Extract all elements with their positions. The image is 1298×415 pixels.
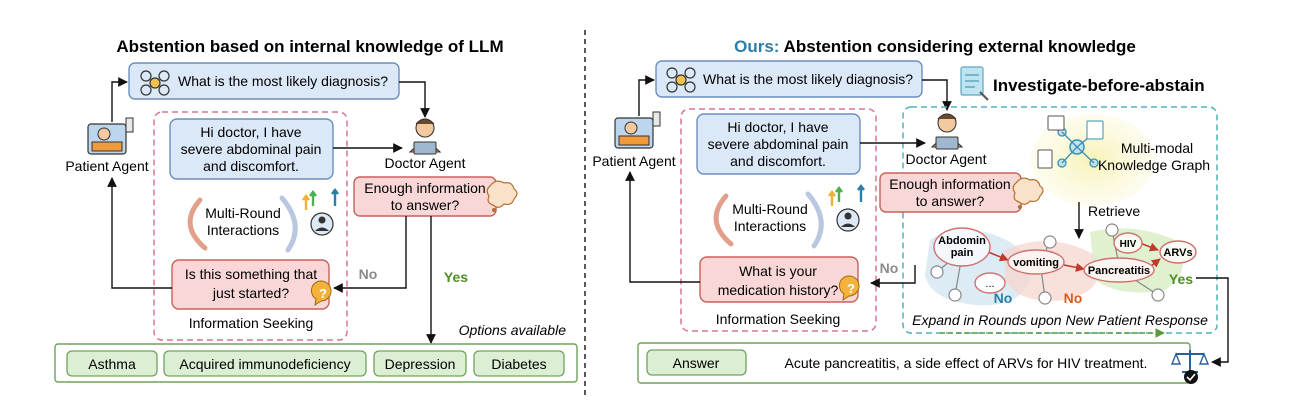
left-options-label: Options available [459,322,567,338]
option-acquired-immunodeficiency[interactable]: Acquired immunodeficiency [163,350,367,377]
balance-icon [1170,350,1210,373]
growth-icon [828,184,865,232]
question-icon [140,70,170,96]
node-pancreatitis: Pancreatitis [1088,265,1150,277]
right-doctor-label: Doctor Agent [906,151,987,167]
knowledge-graph-icon [1037,115,1104,169]
right-question-box [655,60,923,98]
right-arrow-no [870,265,916,288]
right-no-label: No [880,260,899,276]
left-arrow-back-patient [107,177,172,289]
right-patient-message-3: and discomfort. [730,153,826,169]
right-enough-info-1: Enough information [889,176,1010,192]
retrieved-graph [925,223,1197,306]
right-info-seeking-area [680,108,877,332]
left-enough-info-1: Enough information [364,180,485,196]
check-icon [1184,370,1198,384]
left-info-seeking-label: Information Seeking [189,315,314,331]
option-diabetes[interactable]: Diabetes [473,350,565,377]
answer-text: Acute pancreatitis, a side effect of ARV… [785,355,1148,371]
question-mark-icon: ? [310,280,332,307]
graph-no-blue: No [994,290,1013,306]
right-doctor-question-2: medication history? [718,282,839,298]
expand-label: Expand in Rounds upon New Patient Respon… [912,312,1208,328]
right-doctor-question-box [699,256,859,303]
left-patient-label: Patient Agent [65,158,148,174]
left-arrow-no [333,216,407,293]
doctor-icon [930,113,964,150]
left-patient-message-3: and discomfort. [203,158,299,174]
right-arrow-question-doctor [922,79,952,111]
left-question-box [128,62,400,100]
right-enough-info-2: to answer? [916,193,985,209]
question-icon [666,67,696,93]
node-abdomin-pain-2: pain [951,247,974,259]
right-title-prefix: Ours: [734,37,779,56]
left-doctor-question-1: Is this something that [185,266,317,282]
patient-icon [87,117,134,155]
investigate-label: Investigate-before-abstain [993,76,1205,95]
right-arrow-back-patient [625,171,700,283]
right-patient-label: Patient Agent [592,153,675,169]
option-asthma[interactable]: Asthma [66,350,158,377]
right-patient-message-2: severe abdominal pain [708,136,849,152]
left-patient-message-1: Hi doctor, I have [200,124,301,140]
option-acquired-immunodeficiency-label: Acquired immunodeficiency [179,356,350,372]
left-question-text: What is the most likely diagnosis? [178,73,388,89]
doctor-icon [408,118,442,155]
left-arrow-question-doctor [399,81,430,118]
right-multi-round-2: Interactions [734,218,806,234]
left-arrow-patient-question [111,77,128,122]
option-asthma-label: Asthma [88,356,136,372]
left-patient-message-box [169,118,334,180]
option-depression[interactable]: Depression [373,350,467,377]
patient-icon [614,111,661,149]
left-no-label: No [359,266,378,282]
left-multi-round-2: Interactions [207,222,279,238]
graph-yes: Yes [1169,271,1193,287]
left-enough-info-2: to answer? [391,197,460,213]
left-patient-message-2: severe abdominal pain [181,141,322,157]
node-vomiting: vomiting [1013,257,1059,269]
right-title: Ours: Abstention considering external kn… [734,37,1136,56]
option-diabetes-label: Diabetes [491,356,546,372]
kg-label-2: Knowledge Graph [1098,157,1210,173]
left-multi-round-1: Multi-Round [205,205,280,221]
left-info-seeking-area [153,111,348,341]
node-arvs: ARVs [1163,247,1192,259]
right-multi-round-cycle [713,191,824,249]
graph-no-orange: No [1064,290,1083,306]
svg-text:?: ? [847,281,855,296]
retrieve-label: Retrieve [1088,203,1140,219]
growth-icon [302,188,339,236]
answer-button-label: Answer [673,355,720,371]
right-arrow-yes [1196,277,1229,367]
answer-button[interactable]: Answer [646,349,747,376]
right-arrow-patient-question [638,75,655,116]
right-title-rest: Abstention considering external knowledg… [779,37,1135,56]
right-question-text: What is the most likely diagnosis? [703,71,913,87]
document-icon [960,66,989,101]
chat-bubble-icon [1012,177,1044,209]
right-patient-message-box [696,113,861,175]
question-mark-icon: ? [838,275,860,302]
left-doctor-question-2: just started? [212,285,289,301]
node-abdomin-pain-1: Abdomin [938,235,986,247]
right-multi-round-1: Multi-Round [732,201,807,217]
node-hiv: HIV [1120,239,1137,250]
left-multi-round-cycle [187,195,298,253]
right-info-seeking-label: Information Seeking [716,311,841,327]
right-doctor-question-1: What is your [739,263,817,279]
option-depression-label: Depression [385,356,456,372]
svg-text:?: ? [319,286,327,301]
left-yes-label: Yes [444,269,468,285]
left-title: Abstention based on internal knowledge o… [116,37,503,56]
right-patient-message-1: Hi doctor, I have [727,119,828,135]
kg-label-1: Multi-modal [1121,140,1193,156]
node-ellipsis: ... [985,278,994,290]
left-doctor-label: Doctor Agent [385,155,466,171]
chat-bubble-icon [486,180,518,212]
